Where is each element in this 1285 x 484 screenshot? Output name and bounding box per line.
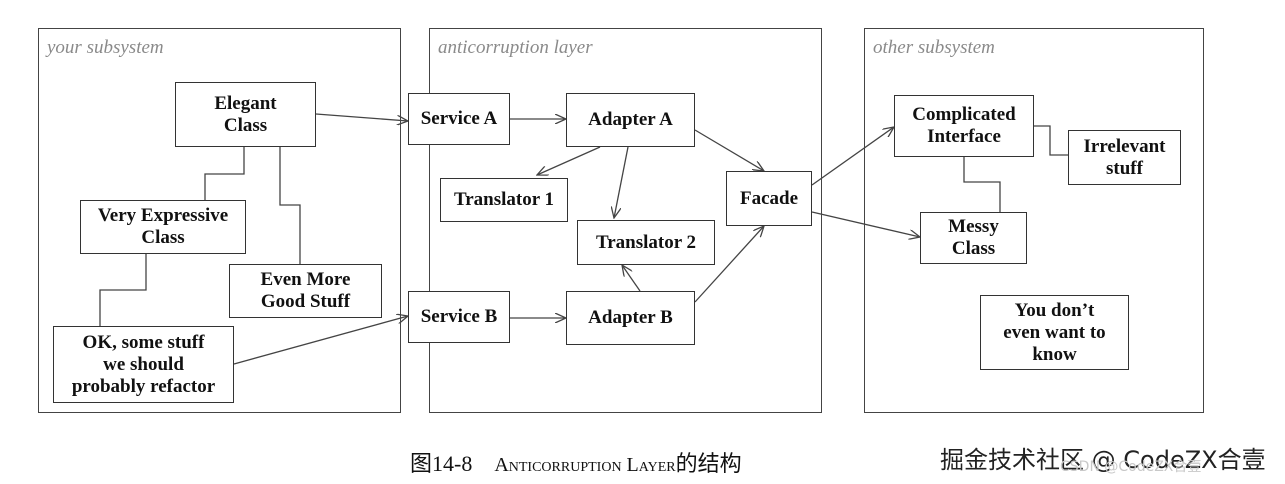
dont-want-to-know-box: You don’t even want to know [980, 295, 1129, 370]
anticorruption-layer-label: anticorruption layer [438, 37, 593, 58]
figure-suffix: 的结构 [675, 451, 742, 476]
link-elegant-even-more [279, 147, 301, 264]
arrow-adapter-a-translator-2 [614, 146, 629, 218]
ok-refactor-box: OK, some stuff we should probably refact… [53, 326, 234, 403]
your-subsystem-label: your subsystem [47, 37, 164, 58]
other-subsystem-label: other subsystem [873, 37, 995, 58]
elegant-class-box: Elegant Class [175, 82, 316, 147]
arrow-facade-complicated [811, 127, 894, 186]
even-more-good-stuff-box: Even More Good Stuff [229, 264, 382, 318]
translator-2-box: Translator 2 [577, 220, 715, 265]
link-elegant-very-expressive [204, 147, 245, 200]
very-expressive-class-box: Very Expressive Class [80, 200, 246, 254]
service-a-box: Service A [408, 93, 510, 145]
irrelevant-stuff-box: Irrelevant stuff [1068, 130, 1181, 185]
translator-1-box: Translator 1 [440, 178, 568, 222]
arrow-facade-messy [811, 211, 920, 237]
figure-title: Anticorruption Layer [494, 454, 676, 476]
watermark-faint: CSDN @CodeZX合壹 [1060, 459, 1202, 475]
link-very-expressive-ok-refactor [99, 254, 147, 326]
arrow-adapter-b-translator-2 [622, 265, 641, 292]
link-complicated-irrelevant [1034, 125, 1068, 156]
arrow-adapter-a-facade [694, 129, 764, 171]
arrow-adapter-b-facade [694, 226, 764, 303]
figure-caption: 图14-8 Anticorruption Layer的结构 [410, 446, 742, 478]
link-complicated-messy [963, 157, 1001, 212]
arrow-ok-refactor-service-b [233, 316, 408, 365]
arrow-elegant-service-a [315, 113, 408, 121]
facade-box: Facade [726, 171, 812, 226]
messy-class-box: Messy Class [920, 212, 1027, 264]
figure-number: 图14-8 [410, 451, 473, 476]
adapter-b-box: Adapter B [566, 291, 695, 345]
adapter-a-box: Adapter A [566, 93, 695, 147]
service-b-box: Service B [408, 291, 510, 343]
watermark: 掘金技术社区 @ CodeZX合壹 [940, 446, 1266, 474]
arrow-adapter-a-translator-1 [537, 146, 601, 175]
complicated-interface-box: Complicated Interface [894, 95, 1034, 157]
